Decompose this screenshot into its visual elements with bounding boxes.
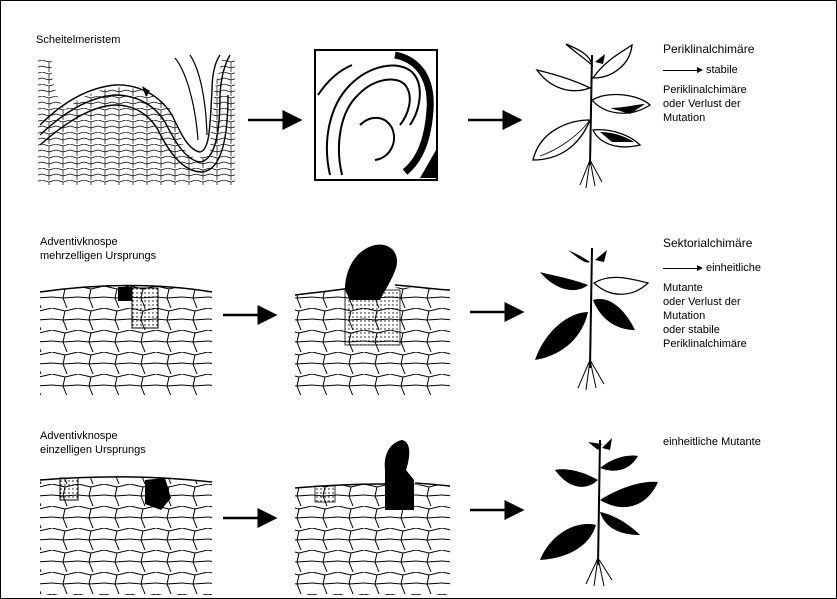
result2-line-4: Mutation	[663, 310, 705, 323]
arrow-right-icon	[663, 66, 703, 74]
label-mehrzelligen-ursprungs: mehrzelligen Ursprungs	[40, 250, 156, 263]
result2-line-2: Mutante	[663, 282, 703, 295]
label-einzelligen-ursprungs: einzelligen Ursprungs	[40, 444, 146, 457]
result-line-2: Periklinalchimäre	[663, 84, 747, 97]
multicellular-bud-drawing	[40, 286, 212, 395]
label-adventivknospe-2: Adventivknospe	[40, 430, 118, 443]
result-line-1: stabile	[663, 64, 738, 77]
uniform-mutant-plant-drawing	[540, 438, 658, 586]
meristem-drawing	[38, 55, 235, 185]
label-scheitelmeristem: Scheitelmeristem	[36, 34, 120, 47]
unicellular-bud-drawing	[40, 477, 212, 595]
sectorial-plant-drawing	[535, 248, 648, 390]
result-title-sektorialchimaere: Sektorialchimäre	[663, 236, 752, 250]
result-line-3: oder Verlust der	[663, 98, 741, 111]
result2-line-6: Periklinalchimäre	[663, 338, 747, 351]
label-adventivknospe-1: Adventivknospe	[40, 236, 118, 249]
unicellular-bud-growth-drawing	[295, 440, 450, 595]
chimera-section-drawing	[315, 50, 437, 180]
periclinal-plant-drawing	[533, 44, 650, 188]
result-title-einheitliche-mutante: einheitliche Mutante	[663, 436, 761, 449]
result-line-4: Mutation	[663, 112, 705, 125]
result2-line-3: oder Verlust der	[663, 296, 741, 309]
multicellular-bud-growth-drawing	[295, 245, 450, 395]
result2-line-1: einheitliche	[663, 262, 761, 275]
result2-line-5: oder stabile	[663, 324, 720, 337]
arrow-right-icon	[663, 264, 703, 272]
result-title-periklinalchimaere: Periklinalchimäre	[663, 42, 754, 56]
